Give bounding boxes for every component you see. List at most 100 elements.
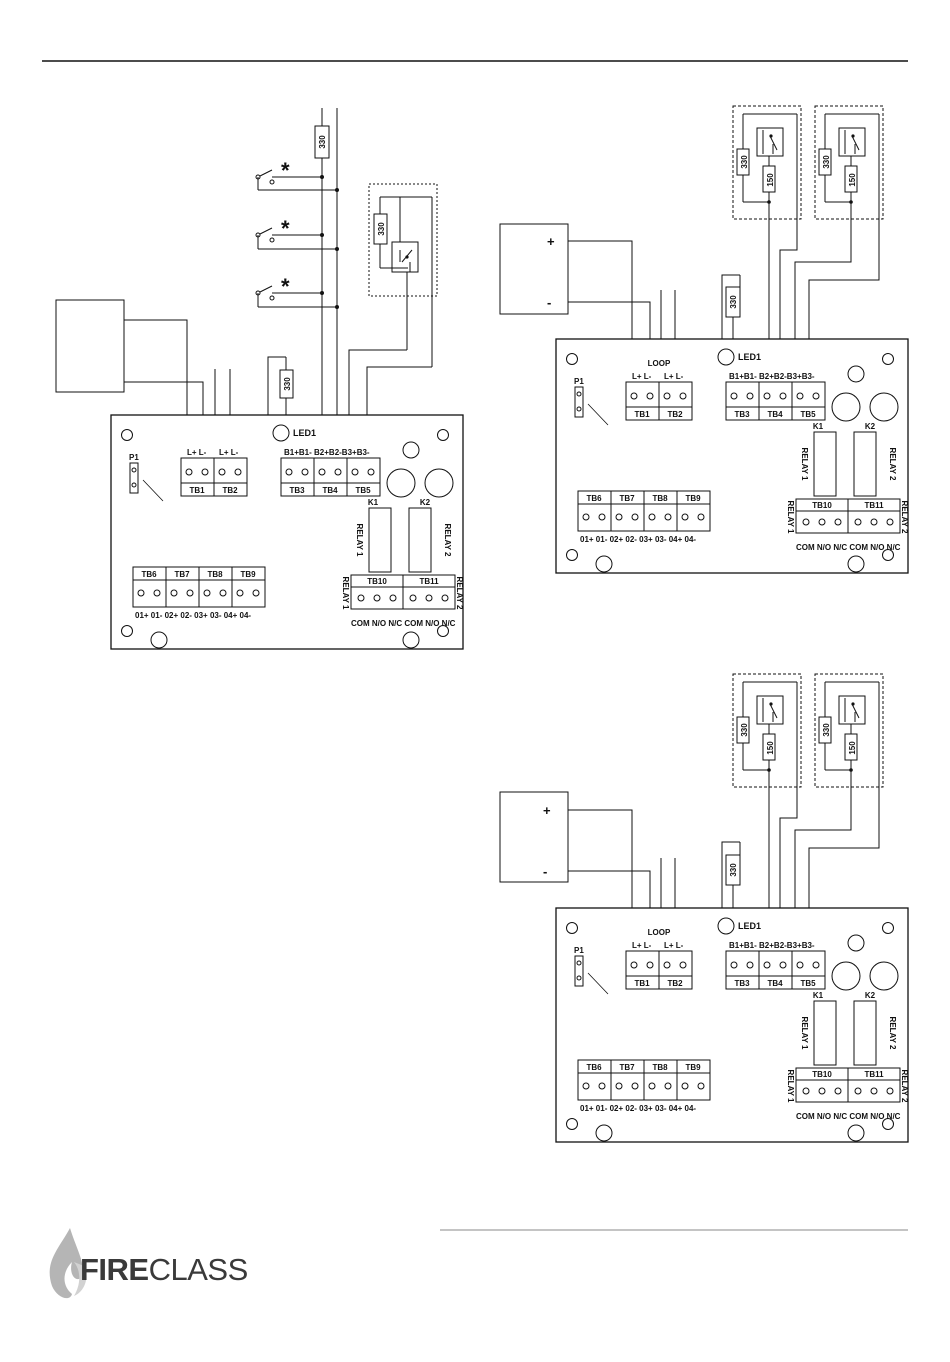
- tb1-pins-label: L+ L-: [632, 372, 652, 381]
- tb4-label: TB4: [767, 979, 783, 988]
- relay2-lower-label: RELAY 2: [900, 501, 909, 534]
- svg-text:150: 150: [766, 741, 775, 755]
- tb2-label: TB2: [222, 486, 238, 495]
- svg-text:330: 330: [740, 155, 749, 169]
- tb6-label: TB6: [141, 570, 157, 579]
- tb2-pins-label: L+ L-: [219, 448, 239, 457]
- diagram-conventional-zone: 330 330 * *: [55, 108, 464, 650]
- switch-mark-3: *: [281, 274, 290, 299]
- tb3-label: TB3: [734, 979, 750, 988]
- relay2-lower-label: RELAY 2: [455, 577, 464, 610]
- tb3-label: TB3: [289, 486, 305, 495]
- zone-resistor-label: 330: [318, 135, 327, 149]
- eol-box-a-top: 330 150: [732, 105, 802, 233]
- relay2-label: RELAY 2: [443, 524, 452, 557]
- tb2-pins-label: L+ L-: [664, 941, 684, 950]
- tb7-label: TB7: [174, 570, 190, 579]
- jumper-label: P1: [574, 946, 584, 955]
- svg-text:FIRECLASS: FIRECLASS: [80, 1252, 248, 1287]
- relay-pins-label: COM N/O N/C COM N/O N/C: [351, 619, 456, 628]
- psu-minus-top: -: [547, 295, 551, 310]
- tb9-label: TB9: [685, 1063, 701, 1072]
- k1-label: K1: [813, 991, 824, 1000]
- eol-contact-box: 330: [368, 183, 438, 367]
- eol-box-b-bottom: 330 150: [814, 673, 884, 801]
- input-pins-label: B1+B1- B2+B2-B3+B3-: [729, 372, 815, 381]
- logo-text-bold: FIRE: [80, 1252, 149, 1287]
- loop-label: LOOP: [648, 359, 671, 368]
- tb5-label: TB5: [800, 979, 816, 988]
- tb9-label: TB9: [240, 570, 256, 579]
- relay2-label: RELAY 2: [888, 1017, 897, 1050]
- tb2-label: TB2: [667, 979, 683, 988]
- output-pins-label: 01+ 01- 02+ 02- 03+ 03- 04+ 04-: [580, 535, 696, 544]
- switch-mark-1: *: [281, 158, 290, 183]
- eol-box-b-top: 330 150: [814, 105, 884, 233]
- relay1-lower-label: RELAY 1: [786, 501, 795, 534]
- relay1-lower-label: RELAY 1: [341, 577, 350, 610]
- diagram-input-monitoring-bottom: + - 330 330 150 330 150: [499, 673, 909, 1143]
- fireclass-logo: FIRECLASS: [49, 1228, 248, 1299]
- loop-resistor-label-bottom: 330: [729, 863, 738, 877]
- psu-plus-top: +: [547, 234, 555, 249]
- diagram-input-monitoring-top: + - 330 330 150 330 150: [499, 105, 909, 574]
- tb9-label: TB9: [685, 494, 701, 503]
- tb4-label: TB4: [322, 486, 338, 495]
- loop-label: LOOP: [648, 928, 671, 937]
- svg-text:330: 330: [822, 723, 831, 737]
- tb8-label: TB8: [652, 1063, 668, 1072]
- led-label: LED1: [738, 921, 761, 931]
- tb11-label: TB11: [419, 577, 439, 586]
- tb6-label: TB6: [586, 1063, 602, 1072]
- svg-text:150: 150: [848, 173, 857, 187]
- relay1-label: RELAY 1: [800, 448, 809, 481]
- tb11-label: TB11: [864, 1070, 884, 1079]
- loop-resistor-label: 330: [283, 377, 292, 391]
- tb1-pins-label: L+ L-: [632, 941, 652, 950]
- psu-minus-bottom: -: [543, 864, 547, 879]
- tb1-label: TB1: [634, 410, 650, 419]
- svg-text:330: 330: [740, 723, 749, 737]
- psu-plus-bottom: +: [543, 803, 551, 818]
- tb8-label: TB8: [207, 570, 223, 579]
- power-supply-box-top: [499, 223, 569, 315]
- svg-text:330: 330: [822, 155, 831, 169]
- output-pins-label: 01+ 01- 02+ 02- 03+ 03- 04+ 04-: [580, 1104, 696, 1113]
- power-supply-box-bottom: [499, 791, 569, 883]
- led-label: LED1: [738, 352, 761, 362]
- tb7-label: TB7: [619, 494, 635, 503]
- tb10-label: TB10: [367, 577, 387, 586]
- tb4-label: TB4: [767, 410, 783, 419]
- relay2-lower-label: RELAY 2: [900, 1070, 909, 1103]
- tb10-label: TB10: [812, 501, 832, 510]
- jumper-label: P1: [129, 453, 139, 462]
- manual-call-point-switches: * * *: [255, 158, 339, 309]
- relay2-label: RELAY 2: [888, 448, 897, 481]
- tb5-label: TB5: [355, 486, 371, 495]
- tb1-label: TB1: [189, 486, 205, 495]
- tb11-label: TB11: [864, 501, 884, 510]
- tb1-pins-label: L+ L-: [187, 448, 207, 457]
- relay-pins-label: COM N/O N/C COM N/O N/C: [796, 1112, 901, 1121]
- relay1-label: RELAY 1: [800, 1017, 809, 1050]
- svg-text:150: 150: [848, 741, 857, 755]
- k2-label: K2: [865, 422, 876, 431]
- tb2-label: TB2: [667, 410, 683, 419]
- loop-resistor-label-top: 330: [729, 295, 738, 309]
- svg-text:150: 150: [766, 173, 775, 187]
- power-supply-box: [55, 299, 125, 393]
- k2-label: K2: [420, 498, 431, 507]
- k1-label: K1: [368, 498, 379, 507]
- input-pins-label: B1+B1- B2+B2-B3+B3-: [729, 941, 815, 950]
- relay1-lower-label: RELAY 1: [786, 1070, 795, 1103]
- tb10-label: TB10: [812, 1070, 832, 1079]
- tb7-label: TB7: [619, 1063, 635, 1072]
- led-label: LED1: [293, 428, 316, 438]
- relay-pins-label: COM N/O N/C COM N/O N/C: [796, 543, 901, 552]
- tb1-label: TB1: [634, 979, 650, 988]
